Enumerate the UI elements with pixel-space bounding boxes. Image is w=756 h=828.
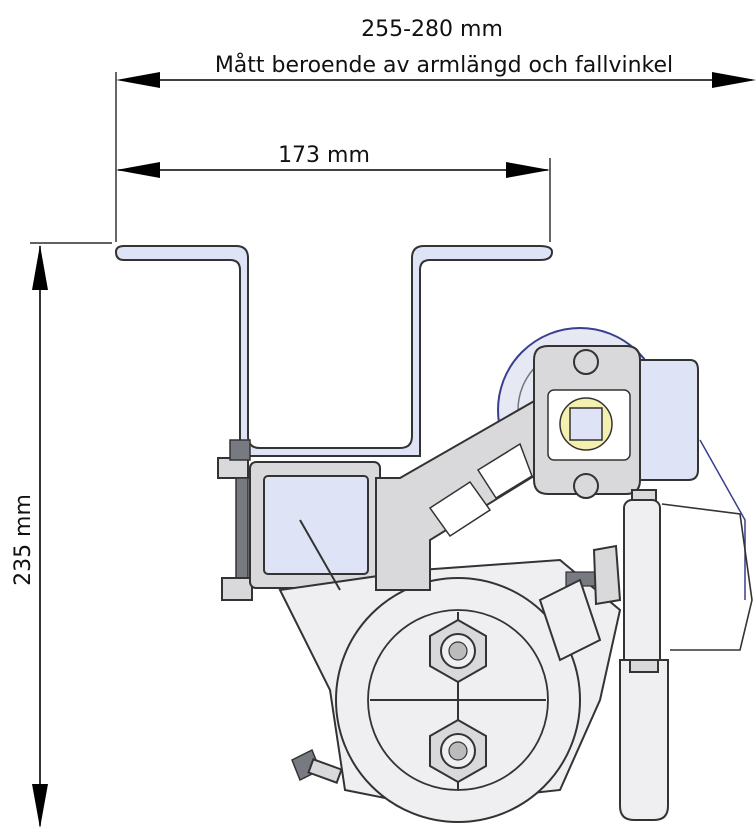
- arm-head: [533, 345, 641, 499]
- wheel-nut-lower: [429, 718, 487, 784]
- rail-profile: [114, 245, 554, 457]
- overall-dimension-label: 255-280 mm: [361, 17, 503, 42]
- wheel-nut-upper: [429, 618, 487, 684]
- dimension-height: 235 mm: [11, 242, 112, 828]
- dimension-overall-width: 255-280 mm Mått beroende av armlängd och…: [115, 17, 756, 242]
- height-label: 235 mm: [11, 494, 36, 586]
- tensioner-screw: [538, 544, 622, 662]
- bottom-bolt: [291, 748, 343, 784]
- overall-dimension-note: Mått beroende av armlängd och fallvinkel: [215, 52, 673, 78]
- drive-wheel: [335, 577, 581, 823]
- clamp-assembly: [217, 439, 413, 613]
- pivot-arm: [375, 390, 562, 591]
- bracket-width-label: 173 mm: [278, 143, 370, 168]
- tension-lever: [619, 489, 753, 821]
- dimension-bracket-width: 173 mm: [116, 143, 551, 242]
